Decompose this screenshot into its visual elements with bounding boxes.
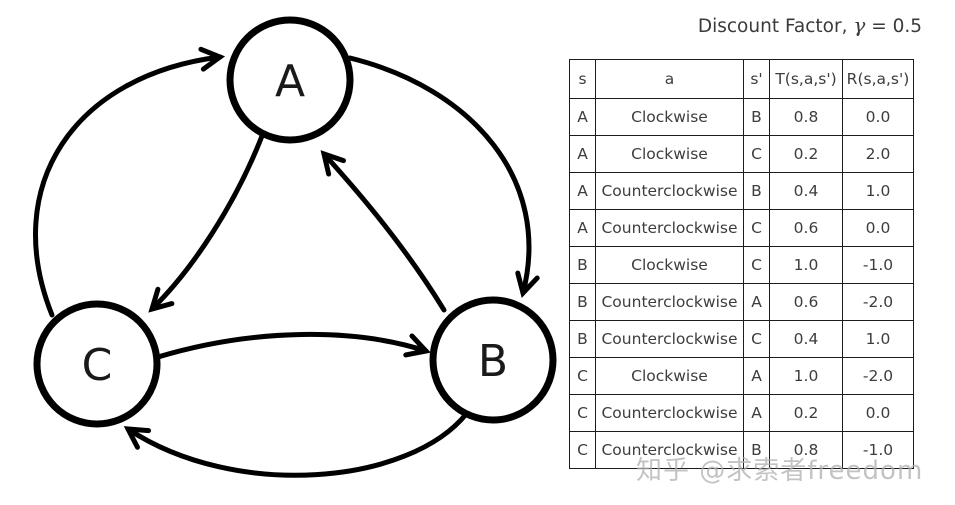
column-header: a xyxy=(595,59,744,99)
table-cell: C xyxy=(569,394,596,432)
table-cell: B xyxy=(569,283,596,321)
column-header: s xyxy=(569,59,596,99)
table-cell: Clockwise xyxy=(595,135,744,173)
table-cell: 0.2 xyxy=(769,135,843,173)
transition-arrow-C-A xyxy=(33,46,226,318)
table-cell: 0.8 xyxy=(769,431,843,469)
table-cell: -2.0 xyxy=(842,283,914,321)
table-cell: B xyxy=(569,246,596,284)
table-cell: Counterclockwise xyxy=(595,172,744,210)
table-cell: Counterclockwise xyxy=(595,320,744,358)
column-header: s' xyxy=(743,59,770,99)
watermark: 知乎 @求索者freedom xyxy=(636,456,924,486)
table-cell: A xyxy=(569,209,596,247)
table-cell: 0.6 xyxy=(769,283,843,321)
table-cell: A xyxy=(569,98,596,136)
transition-arrow-A-C xyxy=(148,133,265,313)
table-cell: 0.8 xyxy=(769,98,843,136)
table-cell: A xyxy=(743,394,770,432)
table-cell: 0.4 xyxy=(769,172,843,210)
table-cell: 0.2 xyxy=(769,394,843,432)
table-cell: B xyxy=(569,320,596,358)
table-cell: A xyxy=(569,172,596,210)
table-cell: Clockwise xyxy=(595,246,744,284)
transition-arrow-C-B xyxy=(155,331,431,360)
table-cell: 0.0 xyxy=(842,98,914,136)
table-cell: 1.0 xyxy=(769,246,843,284)
table-cell: -2.0 xyxy=(842,357,914,395)
table-cell: Counterclockwise xyxy=(595,431,744,469)
title-suffix: = 0.5 xyxy=(865,16,922,37)
title-prefix: Discount Factor, xyxy=(697,16,854,37)
table-cell: Counterclockwise xyxy=(595,283,744,321)
column-header: T(s,a,s') xyxy=(769,59,843,99)
table-cell: A xyxy=(743,283,770,321)
table-cell: 0.6 xyxy=(769,209,843,247)
table-cell: 0.4 xyxy=(769,320,843,358)
table-cell: Clockwise xyxy=(595,98,744,136)
table-cell: Counterclockwise xyxy=(595,209,744,247)
table-cell: A xyxy=(743,357,770,395)
table-cell: 1.0 xyxy=(842,320,914,358)
table-cell: C xyxy=(569,357,596,395)
mdp-state-diagram: A B C xyxy=(33,16,557,478)
transition-arrow-B-C xyxy=(123,410,470,478)
gamma-symbol: γ xyxy=(853,13,866,37)
table-cell: -1.0 xyxy=(842,246,914,284)
table-cell: 1.0 xyxy=(842,172,914,210)
table-cell: 0.0 xyxy=(842,209,914,247)
table-cell: Counterclockwise xyxy=(595,394,744,432)
table-cell: 2.0 xyxy=(842,135,914,173)
table-cell: C xyxy=(743,246,770,284)
table-cell: B xyxy=(743,98,770,136)
table-cell: B xyxy=(743,172,770,210)
state-node-label: C xyxy=(82,340,113,391)
state-node-label: B xyxy=(478,336,508,387)
state-node-C xyxy=(33,300,161,428)
table-cell: C xyxy=(743,209,770,247)
state-node-A xyxy=(226,16,354,144)
state-node-B xyxy=(429,296,557,424)
table-cell: A xyxy=(569,135,596,173)
transition-arrow-A-B xyxy=(347,55,540,298)
table-cell: 0.0 xyxy=(842,394,914,432)
page-title: Discount Factor, γ = 0.5 xyxy=(698,13,922,37)
table-cell: 1.0 xyxy=(769,357,843,395)
table-cell: -1.0 xyxy=(842,431,914,469)
table-cell: C xyxy=(743,135,770,173)
column-header: R(s,a,s') xyxy=(842,59,914,99)
table-cell: C xyxy=(743,320,770,358)
table-cell: Clockwise xyxy=(595,357,744,395)
state-node-label: A xyxy=(275,56,305,107)
table-cell: C xyxy=(569,431,596,469)
transition-arrow-B-A xyxy=(320,150,447,313)
